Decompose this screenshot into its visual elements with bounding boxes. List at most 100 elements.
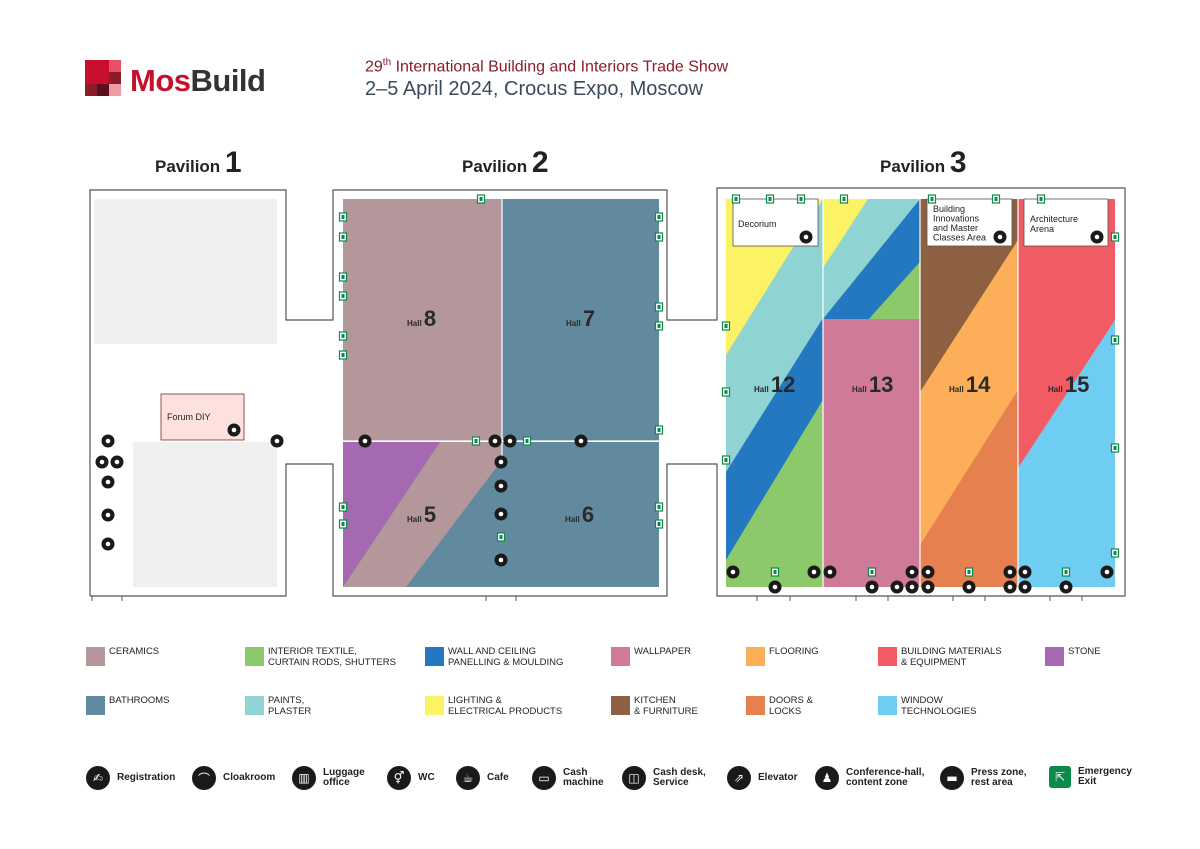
map-service-icon	[890, 580, 904, 594]
exit-door	[930, 197, 934, 201]
icon-glyph	[966, 584, 972, 590]
map-service-icon	[905, 565, 919, 579]
map-service-icon	[494, 455, 508, 469]
icon-glyph	[498, 557, 504, 563]
hall-14-label: Hall 14	[949, 372, 991, 397]
exit-door	[870, 570, 874, 574]
pavilion-title-1: Pavilion 1	[155, 146, 242, 179]
legend-label: WALLPAPER	[634, 646, 691, 658]
service-label: Cash machine	[563, 766, 604, 788]
show-title-text: International Building and Interiors Tra…	[391, 58, 729, 76]
emergency-exit-icon	[338, 291, 348, 301]
icon-glyph	[909, 569, 915, 575]
exit-door	[479, 197, 483, 201]
exit-door	[657, 215, 661, 219]
emergency-exit-icon	[338, 350, 348, 360]
icon-glyph	[492, 438, 498, 444]
hall8-ceramics	[343, 199, 502, 441]
header: MosBuild 29th International Building and…	[0, 0, 1200, 120]
map-service-icon	[101, 537, 115, 551]
legend-swatch	[878, 647, 897, 666]
legend-label-line: PAINTS,	[268, 695, 305, 706]
mosbuild-logo-icon	[85, 60, 121, 96]
legend-label: STONE	[1068, 646, 1101, 658]
icon-glyph	[1063, 584, 1069, 590]
exit-door	[499, 535, 503, 539]
icon-glyph	[772, 584, 778, 590]
legend-label: BUILDING MATERIALS& EQUIPMENT	[901, 646, 1002, 668]
legend-label-line: KITCHEN	[634, 695, 676, 706]
emergency-exit-icon	[964, 567, 974, 577]
legend-label: CERAMICS	[109, 646, 159, 658]
emergency-exit-icon	[765, 194, 775, 204]
legend-label-line: DOORS &	[769, 695, 813, 706]
hall-6-label: Hall 6	[565, 502, 594, 527]
cash-machine-icon: ▭	[532, 766, 556, 790]
logo-text-mos: Mos	[130, 63, 191, 98]
icon-glyph	[498, 483, 504, 489]
emergency-exit-icon	[476, 194, 486, 204]
legend-label-line: BATHROOMS	[109, 695, 170, 706]
logo-text: MosBuild	[130, 64, 266, 98]
building-innovations-label: Classes Area	[933, 233, 986, 243]
exit-door	[724, 458, 728, 462]
legend-label-line: WINDOW	[901, 695, 943, 706]
legend-label-line: INTERIOR TEXTILE,	[268, 646, 358, 657]
hall13-lighting	[823, 199, 868, 268]
icon-glyph	[1094, 234, 1100, 240]
icon-glyph	[1104, 569, 1110, 575]
map-service-icon	[823, 565, 837, 579]
map-service-icon	[962, 580, 976, 594]
building-innovations-label: Innovations	[933, 214, 980, 224]
exit-door	[657, 235, 661, 239]
hall12-wall-ceiling	[726, 318, 823, 560]
hall-13-label: Hall 13	[852, 372, 893, 397]
hall-word: Hall	[407, 319, 424, 328]
show-number: 29	[365, 58, 383, 76]
map-service-icon	[726, 565, 740, 579]
emergency-exit-icon	[654, 502, 664, 512]
emergency-exit-icon	[721, 387, 731, 397]
icon-glyph	[1022, 584, 1028, 590]
legend-label-line: WALL AND CEILING	[448, 646, 536, 657]
legend-label-line: & EQUIPMENT	[901, 656, 967, 668]
icon-glyph	[274, 438, 280, 444]
emergency-exit-icon	[338, 502, 348, 512]
icon-glyph	[99, 459, 105, 465]
pavilion-1: Forum DIY	[94, 199, 284, 587]
emergency-exit-icon	[770, 567, 780, 577]
map-service-icon	[101, 434, 115, 448]
logo-text-build: Build	[190, 63, 267, 98]
map-service-icon	[101, 475, 115, 489]
legend-swatch	[86, 647, 105, 666]
show-dates: 2–5 April 2024, Crocus Expo, Moscow	[365, 78, 703, 100]
pavilion-word: Pavilion	[462, 157, 532, 176]
exit-door	[657, 428, 661, 432]
emergency-exit-icon	[654, 519, 664, 529]
emergency-exit-icon	[721, 321, 731, 331]
exit-door	[657, 324, 661, 328]
exit-door	[341, 353, 345, 357]
icon-glyph	[498, 511, 504, 517]
hall-number: 8	[424, 306, 436, 331]
exit-door	[1039, 197, 1043, 201]
emergency-exit-icon	[1110, 548, 1120, 558]
legend-label-line: BUILDING MATERIALS	[901, 646, 1002, 657]
map-service-icon	[1003, 565, 1017, 579]
icon-glyph	[909, 584, 915, 590]
hall15-building-materials	[1018, 199, 1115, 468]
legend-label-line: CURTAIN RODS, SHUTTERS	[268, 656, 396, 668]
hall-word: Hall	[565, 515, 582, 524]
exit-door	[1113, 338, 1117, 342]
legend-swatch	[1045, 647, 1064, 666]
wc-icon	[270, 434, 284, 448]
exit-door	[525, 439, 529, 443]
exit-door	[724, 324, 728, 328]
legend-label: KITCHEN& FURNITURE	[634, 695, 698, 717]
icon-glyph	[827, 569, 833, 575]
exit-door	[341, 334, 345, 338]
service-item: ⇗Elevator	[727, 766, 797, 790]
hall-number: 14	[966, 372, 991, 397]
cafe-icon: ☕	[456, 766, 480, 790]
